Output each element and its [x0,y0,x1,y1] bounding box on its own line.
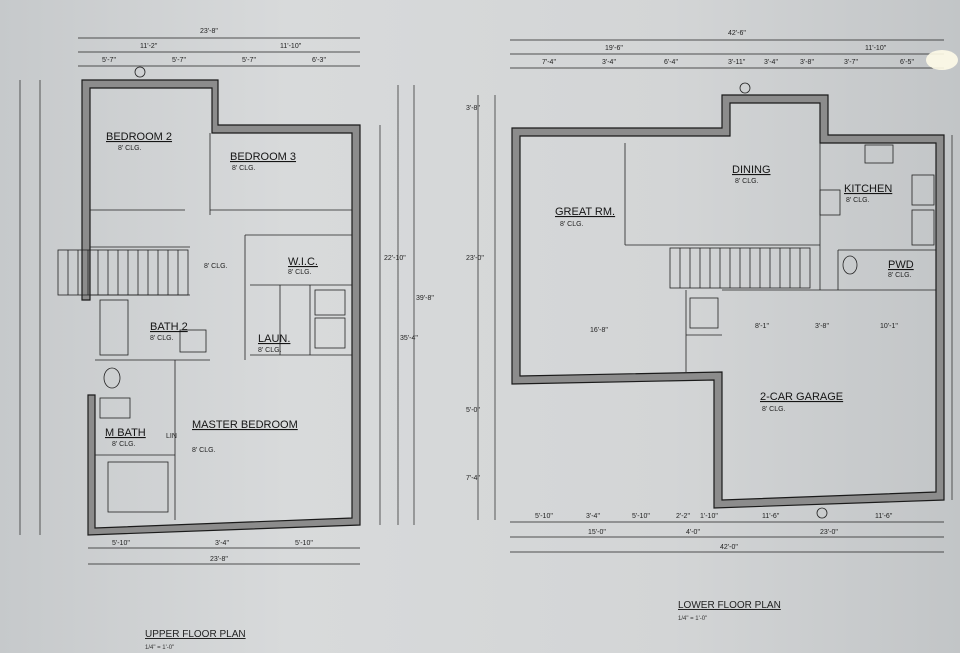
upper-overall-bottom-dim: 23'-8" [210,556,228,563]
room-m-bath-clg: 8' CLG. [112,441,136,448]
lower-dim-bottom-4: 2'-2" [676,513,690,520]
upper-floor-plan-title: UPPER FLOOR PLAN [145,629,246,640]
room-master-bedroom-clg: 8' CLG. [192,447,216,454]
lower-dim-bottom2-1: 15'-0" [588,529,606,536]
lower-dim-bottom-3: 5'-10" [632,513,650,520]
room-kitchen: KITCHEN [844,183,892,195]
lower-dim-top-4: 3'-11" [728,59,746,66]
room-wic-clg: 8' CLG. [288,269,312,276]
lower-interior-walls [624,143,936,372]
room-great-room-clg: 8' CLG. [560,221,584,228]
room-dining: DINING [732,164,771,176]
room-powder: PWD [888,259,914,271]
room-bath-2-clg: 8' CLG. [150,335,174,342]
lower-dim-top-7: 3'-7" [844,59,858,66]
upper-floor-plan: 23'-8" 11'-2" 11'-10" 5'-7" 5'-7" 5'-7" … [19,28,434,651]
upper-dim-right-3: 39'-8" [416,295,434,302]
room-wic: W.I.C. [288,256,318,268]
upper-dim-bottom-1: 5'-10" [112,540,130,547]
lower-dim-bottom2-3: 23'-0" [820,529,838,536]
upper-linen-label: LIN [166,433,177,440]
upper-dim-top-4: 6'-3" [312,57,326,64]
lower-floor-plan-title: LOWER FLOOR PLAN [678,600,781,611]
room-bedroom-3: BEDROOM 3 [230,151,296,163]
lower-stairs [669,247,811,289]
room-laundry: LAUN. [258,333,290,345]
lower-dim-top2-a: 19'-6" [605,45,623,52]
lower-dim-top-8: 6'-5" [900,59,914,66]
lower-dim-bottom-2: 3'-4" [586,513,600,520]
upper-stairs [57,249,189,296]
room-garage-clg: 8' CLG. [762,406,786,413]
lower-dim-bottom-6: 11'-6" [762,513,780,520]
room-garage: 2-CAR GARAGE [760,391,843,403]
room-laundry-clg: 8' CLG. [258,347,282,354]
upper-fixtures [99,66,346,513]
lower-dim-left-1: 3'-8" [466,105,480,112]
upper-dim-right-1: 22'-10" [384,255,406,262]
lower-dim-top-6: 3'-8" [800,59,814,66]
upper-dim-top-1: 5'-7" [102,57,116,64]
room-dining-clg: 8' CLG. [735,178,759,185]
upper-dim-top-2: 5'-7" [172,57,186,64]
lower-dimension-lines [477,39,953,553]
upper-dim-top2-a: 11'-2" [140,43,158,50]
room-powder-clg: 8' CLG. [888,272,912,279]
lower-dim-bottom-7: 11'-6" [875,513,893,520]
room-bedroom-3-clg: 8' CLG. [232,165,256,172]
lower-inner-dim-3: 3'-8" [815,323,829,330]
lower-inner-dim-4: 10'-1" [880,323,898,330]
lower-dim-bottom-5: 1'-10" [700,513,718,520]
lower-dim-left-3: 5'-0" [466,407,480,414]
lower-dim-top2-b: 11'-10" [865,45,887,52]
lower-dim-bottom2-2: 4'-0" [686,529,700,536]
upper-dim-top2-b: 11'-10" [280,43,302,50]
lower-floor-plan: 42'-6" 19'-6" 11'-10" 7'-4" 3'-4" 6'-4" … [466,30,953,622]
room-kitchen-clg: 8' CLG. [846,197,870,204]
lower-dim-left-2: 23'-0" [466,255,484,262]
lower-dim-left-4: 7'-4" [466,475,480,482]
lower-floor-plan-scale: 1/4" = 1'-0" [678,616,707,622]
room-bath-2: BATH 2 [150,321,188,333]
upper-overall-top-dim: 23'-8" [200,28,218,35]
upper-dim-bottom-2: 3'-4" [215,540,229,547]
lower-fixtures [689,82,935,519]
upper-floor-plan-scale: 1/4" = 1'-0" [145,645,174,651]
room-bedroom-2-clg: 8' CLG. [118,145,142,152]
lower-dim-top-3: 6'-4" [664,59,678,66]
lower-dim-top-5: 3'-4" [764,59,778,66]
light-glare [926,50,958,70]
lower-dim-top-2: 3'-4" [602,59,616,66]
upper-dim-bottom-3: 5'-10" [295,540,313,547]
lower-dim-bottom-1: 5'-10" [535,513,553,520]
room-m-bath: M BATH [105,427,146,439]
room-bedroom-2: BEDROOM 2 [106,131,172,143]
upper-dimension-lines [19,37,415,565]
lower-inner-dim-2: 8'-1" [755,323,769,330]
lower-overall-bottom-dim: 42'-0" [720,544,738,551]
upper-dim-right-2: 35'-4" [400,335,418,342]
lower-dim-top-1: 7'-4" [542,59,556,66]
lower-inner-dim-1: 16'-8" [590,327,608,334]
room-great-room: GREAT RM. [555,206,615,218]
upper-exterior-wall [81,79,361,536]
lower-overall-top-dim: 42'-6" [728,30,746,37]
lower-exterior-wall [511,94,945,509]
upper-dim-top-3: 5'-7" [242,57,256,64]
room-master-bedroom: MASTER BEDROOM [192,419,298,431]
upper-hall-clg: 8' CLG. [204,263,228,270]
